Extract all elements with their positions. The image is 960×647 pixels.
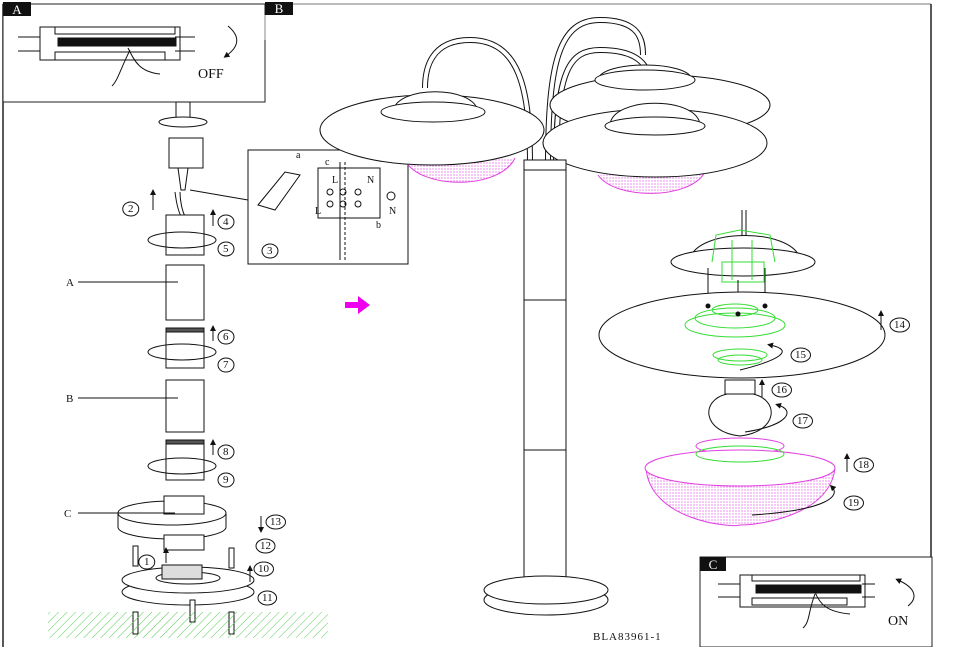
retaining-ring	[712, 348, 768, 366]
bulb-base	[724, 379, 756, 395]
step-14: 14	[894, 319, 906, 331]
junction-box	[168, 137, 204, 169]
step-circle	[843, 495, 864, 511]
step-3: 3	[267, 245, 273, 257]
lamp-head-exploded	[598, 210, 886, 527]
step-circle	[217, 214, 235, 230]
shade-exploded	[598, 291, 886, 379]
rotate-off-arrow-icon	[223, 25, 238, 58]
next-step-arrow-icon	[345, 296, 370, 314]
model-code: BLA83961-1	[593, 631, 662, 643]
wiring-detail-panel: a b c L N L N 3	[189, 149, 409, 265]
part-labels	[78, 281, 178, 514]
switch-off-label: OFF	[198, 67, 224, 82]
part-label-c: C	[64, 508, 71, 520]
step-2: 2	[128, 203, 134, 215]
glass-diffuser	[644, 437, 836, 527]
step-circle	[255, 538, 276, 554]
step-circle	[889, 317, 910, 333]
step-16: 16	[776, 384, 788, 396]
step-19: 19	[848, 497, 860, 509]
step-9: 9	[223, 474, 229, 486]
step-15: 15	[795, 349, 807, 361]
terminal-block	[317, 167, 381, 219]
glass-right	[597, 171, 706, 194]
panel-a-label: A	[12, 2, 22, 17]
terminal-n-bottom: N	[389, 206, 396, 217]
step-circle	[217, 241, 235, 257]
step-6: 6	[223, 331, 229, 343]
step-circle	[771, 382, 792, 398]
step-13: 13	[270, 516, 282, 528]
step-circle	[138, 554, 156, 570]
assembled-lamp-post	[319, 16, 771, 616]
marker-a: a	[296, 150, 301, 161]
step-circle	[792, 413, 813, 429]
step-circle	[265, 514, 286, 530]
step-circle	[790, 347, 811, 363]
ground-terminal-icon	[386, 191, 396, 201]
step-circle	[261, 243, 279, 259]
panel-b-label: B	[275, 1, 284, 16]
terminal-n-top: N	[367, 175, 374, 186]
step-circle	[122, 201, 140, 217]
step-12: 12	[260, 540, 271, 552]
step-circle	[217, 357, 235, 373]
step-11: 11	[262, 592, 273, 604]
tube-b	[165, 379, 205, 433]
step-arrows-right	[739, 310, 884, 516]
lamp-holder-bracket	[711, 229, 776, 283]
part-label-b: B	[66, 393, 73, 405]
step-10: 10	[258, 563, 270, 575]
panel-a: A OFF	[2, 2, 266, 103]
page-frame	[2, 3, 932, 647]
circuit-breaker-icon	[718, 574, 875, 608]
sleeve-1	[165, 214, 205, 256]
step-7: 7	[223, 359, 229, 371]
step-8: 8	[223, 446, 229, 458]
marker-b: b	[376, 220, 381, 231]
step-circle	[217, 329, 235, 345]
rotate-on-arrow-icon	[895, 578, 915, 607]
step-17: 17	[797, 415, 809, 427]
lamp-pole	[523, 164, 567, 586]
step-circle	[257, 590, 278, 606]
tube-a	[165, 264, 205, 321]
socket-ring	[684, 303, 786, 338]
hand-icon	[802, 591, 851, 629]
marker-c: c	[325, 157, 330, 168]
panel-b: B	[264, 1, 293, 40]
circuit-breaker-icon	[18, 26, 195, 61]
light-bulb-icon	[708, 393, 772, 437]
switch-on-label: ON	[888, 614, 908, 629]
part-label-a: A	[66, 277, 74, 289]
ground-hatch	[48, 612, 328, 638]
terminal-cover	[257, 171, 301, 211]
step-circle	[253, 561, 274, 577]
terminal-l-top: L	[332, 175, 338, 186]
panel-c: C ON	[699, 556, 933, 647]
panel-a-label-box	[3, 2, 31, 16]
step-circle	[217, 472, 235, 488]
sleeve-2	[165, 327, 205, 369]
step-circle	[217, 444, 235, 460]
hand-icon	[111, 47, 161, 87]
step-18: 18	[858, 459, 870, 471]
step-4: 4	[223, 216, 229, 228]
pole-assembly-exploded	[117, 101, 255, 635]
terminal-l-bottom: L	[315, 206, 321, 217]
step-1: 1	[144, 556, 150, 568]
panel-c-label: C	[709, 557, 718, 572]
step-5: 5	[223, 243, 229, 255]
step-circle	[853, 457, 874, 473]
step-arrows-left	[150, 189, 264, 582]
